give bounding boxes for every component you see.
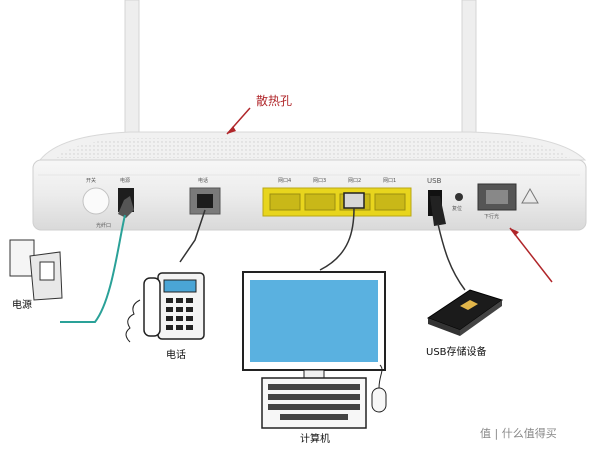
reset-hole-label: 光纤口: [96, 223, 112, 229]
lan1-label: 网口1: [383, 178, 397, 184]
power-label: 电源: [12, 300, 32, 311]
computer-label: 计算机: [300, 434, 330, 445]
reset-hole: [455, 193, 463, 201]
computer-icon: [242, 271, 387, 429]
lan-plug: [343, 192, 365, 209]
power-port-label: 电源: [120, 178, 131, 184]
vents-label: 散热孔: [256, 94, 293, 108]
lan2-label: 网口2: [348, 178, 362, 184]
lan-cable: [319, 207, 355, 271]
lan-port-1: [374, 193, 406, 211]
phone-port-label: 电话: [198, 178, 209, 184]
optical-label: 下行光: [484, 214, 500, 220]
optical-arrow: [509, 227, 553, 283]
telephone-icon: [125, 272, 205, 343]
phone-cable: [179, 209, 206, 263]
power-plug: [118, 196, 134, 218]
usb-storage-icon: [426, 289, 504, 336]
lan-port-4: [269, 193, 301, 211]
power-adapter-icon: [9, 239, 63, 301]
usb-label: USB: [427, 177, 442, 185]
usb-storage-label: USB存储设备: [426, 347, 487, 358]
lan3-label: 网口3: [313, 178, 327, 184]
usb-plug: [430, 196, 446, 226]
power-switch-label: 开关: [86, 178, 97, 184]
phone-label: 电话: [166, 350, 186, 361]
lan4-label: 网口4: [278, 178, 292, 184]
lan-port-3: [304, 193, 336, 211]
laser-warning-icon: [521, 187, 539, 204]
usb-cable: [437, 223, 466, 291]
vent-holes: [55, 138, 570, 158]
reset-label: 复位: [452, 206, 463, 212]
power-switch-button[interactable]: [82, 187, 110, 215]
watermark: 值 | 什么值得买: [480, 427, 557, 440]
power-cable: [60, 214, 126, 323]
